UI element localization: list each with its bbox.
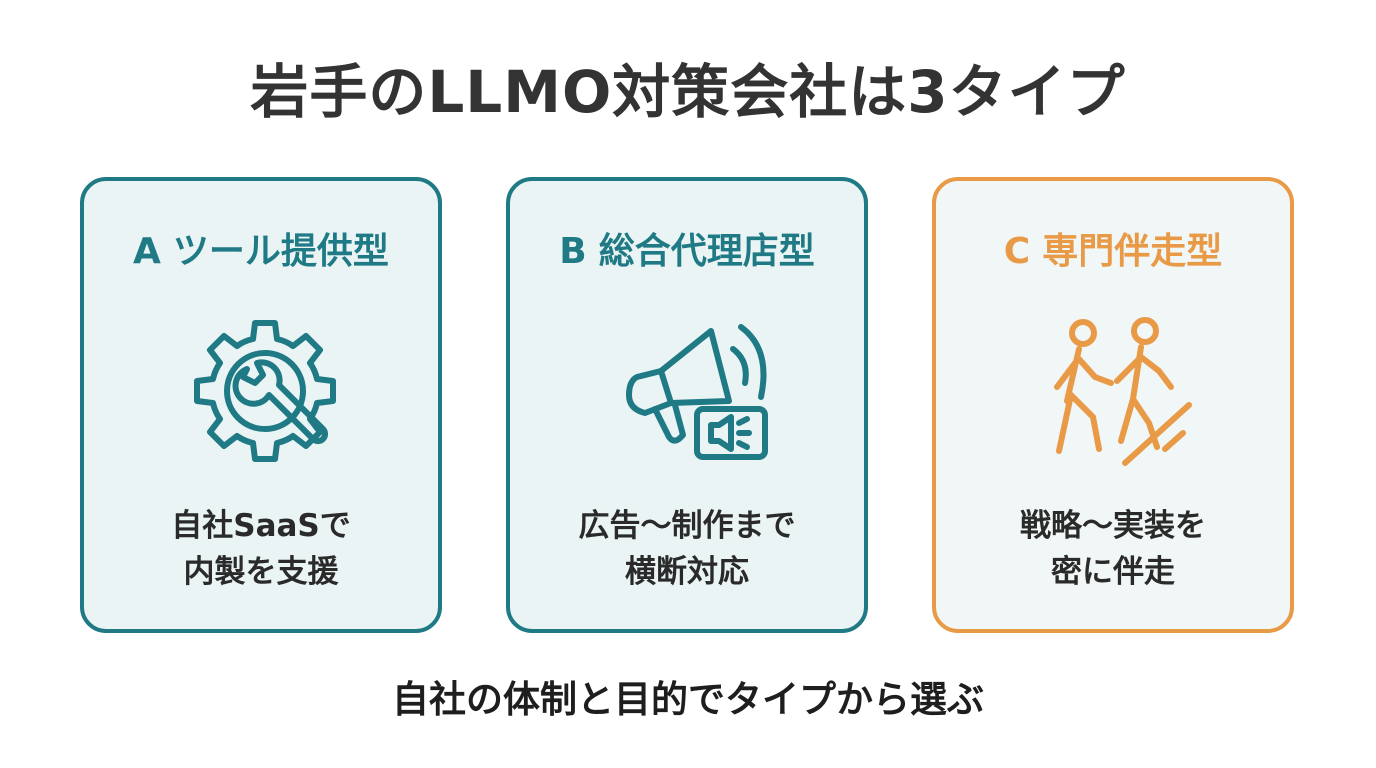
card-letter: C — [1003, 231, 1031, 272]
card-heading: A ツール提供型 — [84, 227, 438, 277]
card-letter: B — [559, 231, 587, 272]
card-name: 総合代理店型 — [598, 231, 815, 272]
card-specialist-type: C 専門伴走型 戦略〜実装を 密に伴走 — [932, 177, 1294, 633]
card-desc-line: 内製を支援 — [183, 554, 339, 590]
page-title: 岩手のLLMO対策会社は3タイプ — [250, 58, 1126, 126]
card-description: 広告〜制作まで 横断対応 — [510, 503, 864, 595]
card-description: 自社SaaSで 内製を支援 — [84, 503, 438, 595]
walking-people-icon — [1054, 317, 1192, 466]
footer-caption: 自社の体制と目的でタイプから選ぶ — [392, 678, 984, 721]
card-desc-line: 密に伴走 — [1051, 554, 1175, 590]
card-desc-line: 広告〜制作まで — [578, 508, 796, 544]
card-description: 戦略〜実装を 密に伴走 — [936, 503, 1290, 595]
card-letter: A — [133, 231, 161, 272]
card-desc-line: 横断対応 — [625, 554, 749, 590]
card-name: ツール提供型 — [172, 231, 389, 272]
card-heading: C 専門伴走型 — [936, 227, 1290, 277]
card-name: 専門伴走型 — [1042, 231, 1223, 272]
card-desc-line: 戦略〜実装を — [1020, 508, 1206, 544]
megaphone-icon — [626, 324, 768, 460]
card-agency-type: B 総合代理店型 広告〜制作まで 横断対応 — [506, 177, 868, 633]
gear-wrench-icon — [194, 320, 336, 462]
card-desc-line: 自社SaaSで — [171, 508, 351, 544]
card-tool-type: A ツール提供型 自社SaaSで 内製を支援 — [80, 177, 442, 633]
card-heading: B 総合代理店型 — [510, 227, 864, 277]
